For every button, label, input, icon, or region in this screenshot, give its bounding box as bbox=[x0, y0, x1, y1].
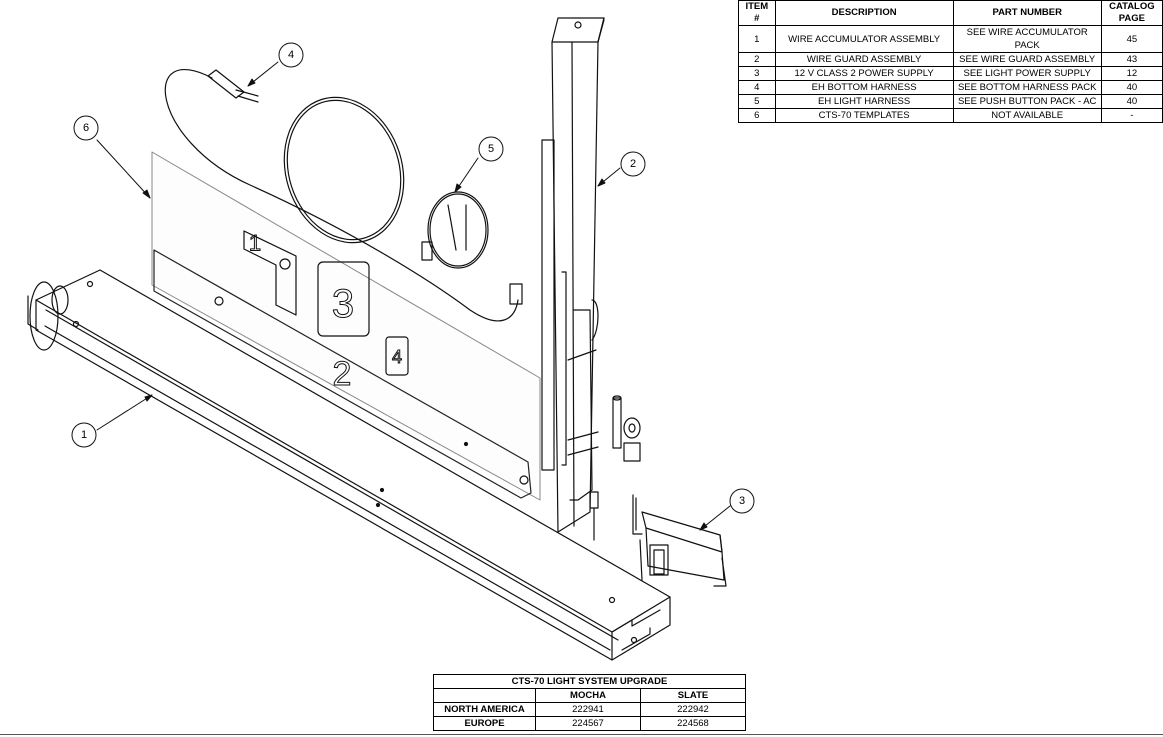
table-row: 2 WIRE GUARD ASSEMBLY SEE WIRE GUARD ASS… bbox=[738, 52, 1163, 67]
cell-catalog-page: 12 bbox=[1100, 66, 1163, 81]
callout-1: 1 bbox=[81, 429, 87, 441]
cell-part-number: SEE WIRE GUARD ASSEMBLY bbox=[952, 52, 1102, 67]
table-row: 3 12 V CLASS 2 POWER SUPPLY SEE LIGHT PO… bbox=[738, 66, 1163, 81]
table-row: 6 CTS-70 TEMPLATES NOT AVAILABLE - bbox=[738, 108, 1163, 123]
cell-description: WIRE GUARD ASSEMBLY bbox=[774, 52, 954, 67]
cell-item: 1 bbox=[738, 25, 776, 53]
upgrade-table: CTS-70 LIGHT SYSTEM UPGRADE MOCHA SLATE … bbox=[433, 674, 746, 731]
upgrade-value: 224568 bbox=[640, 716, 746, 731]
cell-catalog-page: 40 bbox=[1100, 80, 1163, 95]
parts-table: ITEM # DESCRIPTION PART NUMBER CATALOG P… bbox=[738, 0, 1163, 123]
table-row: EUROPE 224567 224568 bbox=[433, 716, 746, 731]
cell-item: 4 bbox=[738, 80, 776, 95]
callout-3: 3 bbox=[739, 495, 745, 507]
callout-leaders bbox=[96, 61, 731, 531]
upgrade-col-mocha: MOCHA bbox=[535, 688, 641, 703]
hardware-fasteners bbox=[612, 395, 641, 462]
upgrade-value: 222942 bbox=[640, 702, 746, 717]
callout-circles bbox=[71, 42, 755, 514]
template-mark-3: 3 bbox=[332, 282, 354, 326]
cell-description: EH BOTTOM HARNESS bbox=[774, 80, 954, 95]
cell-item: 5 bbox=[738, 94, 776, 109]
table-row: 4 EH BOTTOM HARNESS SEE BOTTOM HARNESS P… bbox=[738, 80, 1163, 95]
cell-catalog-page: 45 bbox=[1100, 25, 1163, 53]
power-supply-3 bbox=[632, 494, 727, 587]
wire-accumulator-1 bbox=[27, 269, 671, 661]
cell-part-number: NOT AVAILABLE bbox=[952, 108, 1102, 123]
table-row: 1 WIRE ACCUMULATOR ASSEMBLY SEE WIRE ACC… bbox=[738, 25, 1163, 53]
header-part-number: PART NUMBER bbox=[952, 0, 1102, 26]
cell-description: WIRE ACCUMULATOR ASSEMBLY bbox=[774, 25, 954, 53]
header-catalog-page: CATALOG PAGE bbox=[1100, 0, 1163, 26]
cell-part-number: SEE LIGHT POWER SUPPLY bbox=[952, 66, 1102, 81]
cell-part-number: SEE PUSH BUTTON PACK - AC bbox=[952, 94, 1102, 109]
bottom-harness-4 bbox=[164, 69, 523, 322]
upgrade-region: EUROPE bbox=[433, 716, 536, 731]
template-mark-1: 1 bbox=[249, 231, 261, 256]
callout-5: 5 bbox=[488, 143, 494, 155]
template-sheet-6 bbox=[151, 151, 541, 501]
cell-item: 6 bbox=[738, 108, 776, 123]
cell-description: EH LIGHT HARNESS bbox=[774, 94, 954, 109]
cell-part-number: SEE WIRE ACCUMULATOR PACK bbox=[952, 25, 1102, 53]
page-bottom-rule bbox=[0, 734, 1163, 735]
cell-description: CTS-70 TEMPLATES bbox=[774, 108, 954, 123]
light-harness-5 bbox=[421, 191, 489, 269]
cell-description: 12 V CLASS 2 POWER SUPPLY bbox=[774, 66, 954, 81]
callout-4: 4 bbox=[288, 49, 294, 61]
template-mark-2: 2 bbox=[333, 355, 352, 393]
callout-6: 6 bbox=[83, 122, 89, 134]
cell-part-number: SEE BOTTOM HARNESS PACK bbox=[952, 80, 1102, 95]
upgrade-corner-cell bbox=[433, 688, 536, 703]
table-row: NORTH AMERICA 222941 222942 bbox=[433, 702, 746, 717]
cell-catalog-page: - bbox=[1100, 108, 1163, 123]
upgrade-col-slate: SLATE bbox=[640, 688, 746, 703]
upgrade-region: NORTH AMERICA bbox=[433, 702, 536, 717]
upgrade-value: 222941 bbox=[535, 702, 641, 717]
upgrade-table-title: CTS-70 LIGHT SYSTEM UPGRADE bbox=[433, 674, 746, 689]
callout-2: 2 bbox=[630, 158, 636, 170]
header-description: DESCRIPTION bbox=[774, 0, 954, 26]
header-item: ITEM # bbox=[738, 0, 776, 26]
table-row: 5 EH LIGHT HARNESS SEE PUSH BUTTON PACK … bbox=[738, 94, 1163, 109]
wire-guard-2 bbox=[541, 17, 605, 541]
cell-item: 3 bbox=[738, 66, 776, 81]
template-mark-4: 4 bbox=[392, 347, 402, 367]
cell-catalog-page: 40 bbox=[1100, 94, 1163, 109]
cell-catalog-page: 43 bbox=[1100, 52, 1163, 67]
upgrade-value: 224567 bbox=[535, 716, 641, 731]
cell-item: 2 bbox=[738, 52, 776, 67]
